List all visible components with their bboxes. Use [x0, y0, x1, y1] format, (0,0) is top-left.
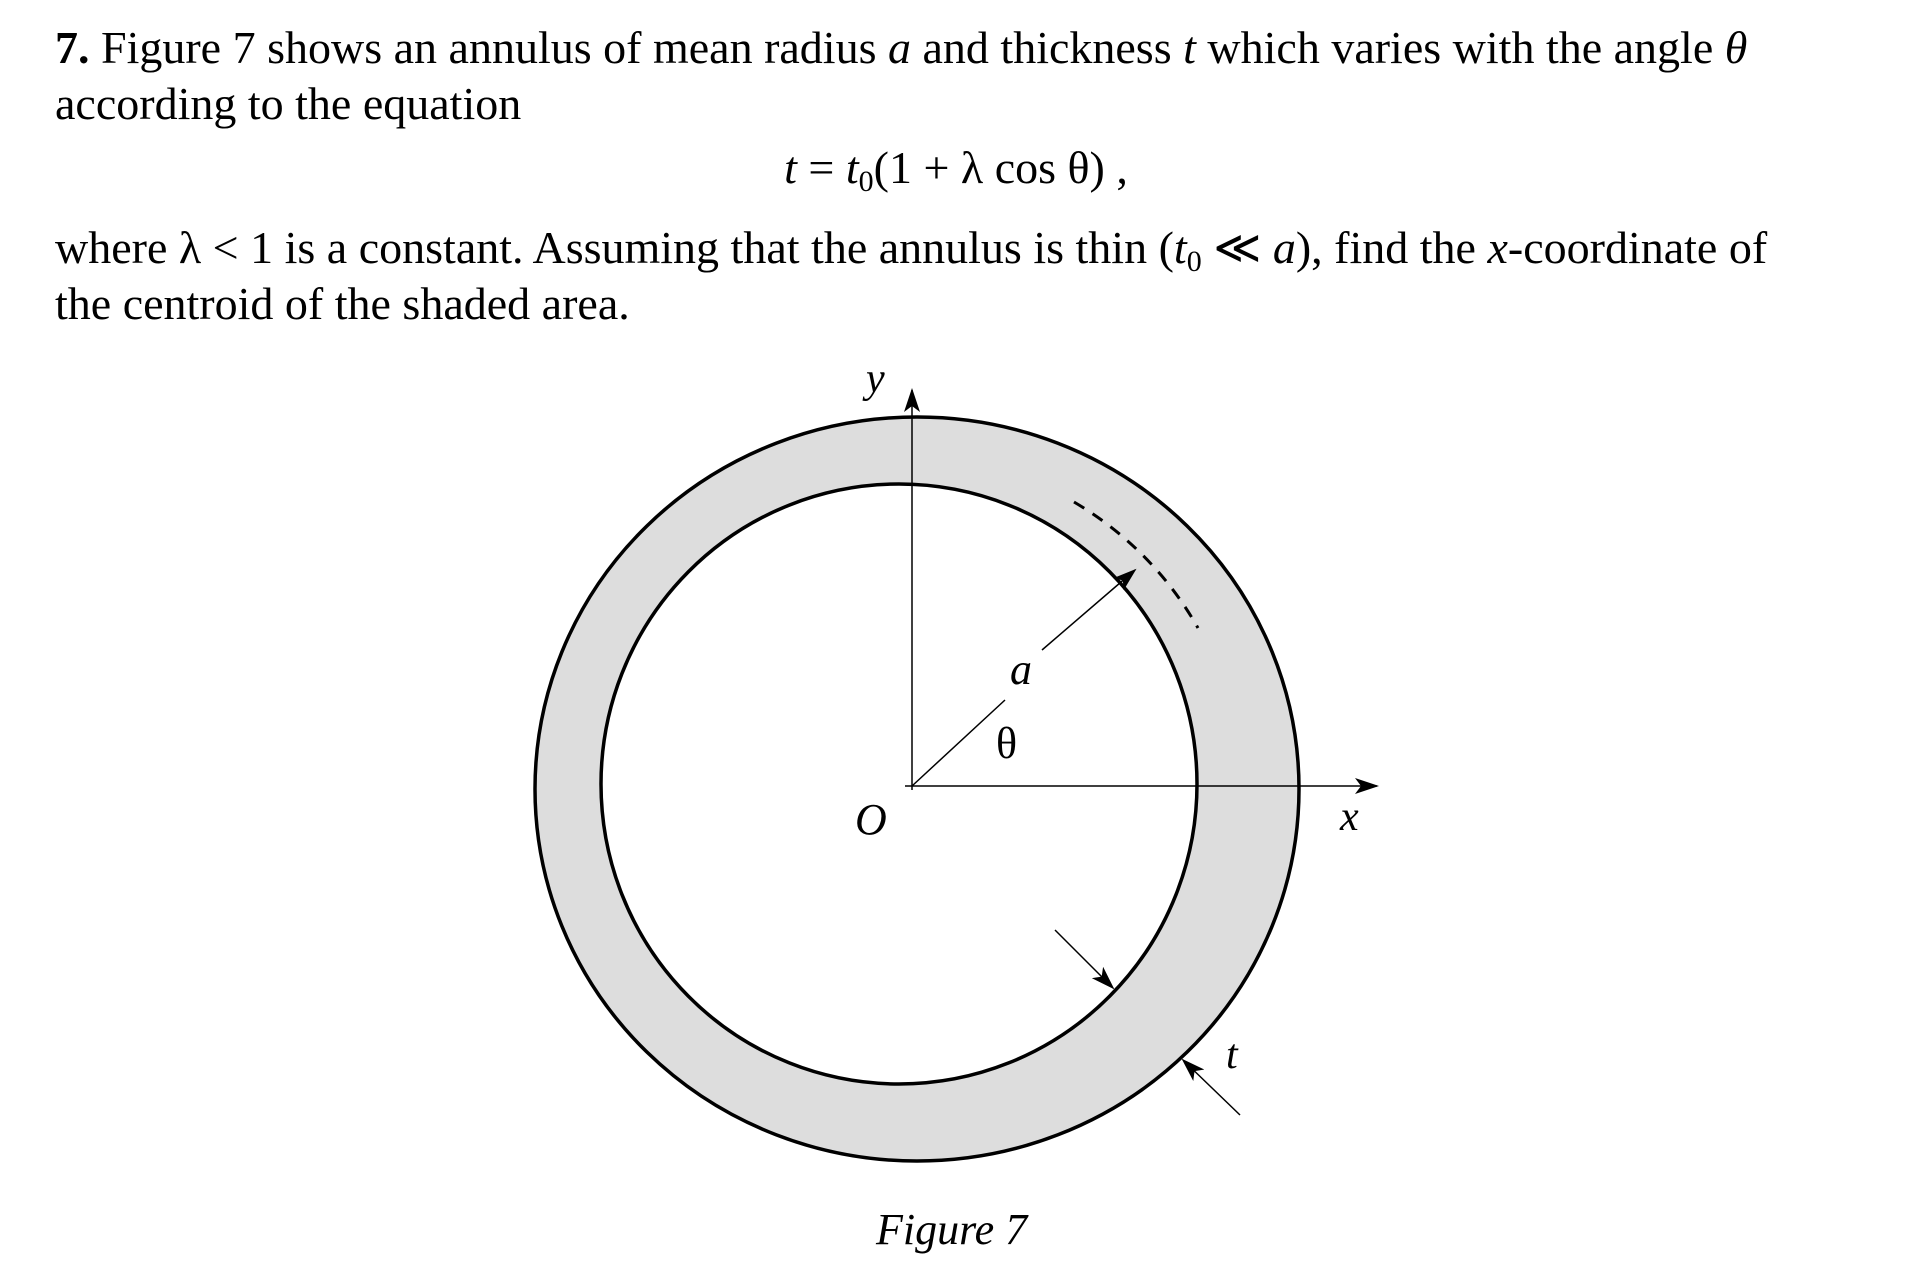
radius-label: a	[1010, 645, 1032, 694]
text-fragment: which varies with the angle	[1195, 22, 1725, 73]
x-axis-label: x	[1339, 794, 1359, 840]
mean-radius-dashed-arc	[1073, 500, 1200, 629]
math-var-theta: θ	[1724, 22, 1748, 73]
problem-text: 7. Figure 7 shows an annulus of mean rad…	[55, 20, 1875, 132]
sub-zero: 0	[1186, 245, 1202, 278]
origin-label: O	[855, 795, 887, 844]
problem-number: 7.	[55, 22, 90, 73]
equation: t = t0(1 + λ cos θ) ,	[0, 140, 1912, 198]
inner-circle	[599, 482, 1199, 1086]
text-fragment: ≪	[1201, 222, 1273, 273]
outer-circle	[533, 415, 1301, 1163]
problem-line-2: according to the equation	[55, 78, 522, 129]
text-fragment: Figure 7 shows an annulus of mean radius	[101, 22, 888, 73]
annulus-shaded-area	[535, 417, 1299, 1161]
text-fragment: where λ < 1 is a constant. Assuming that…	[55, 222, 1174, 273]
problem-line-4: the centroid of the shaded area.	[55, 278, 630, 329]
math-var-t: t	[1183, 22, 1196, 73]
thickness-arrow-outer	[1181, 1058, 1241, 1116]
math-var-t: t	[1173, 222, 1187, 273]
thickness-arrow-inner	[1054, 929, 1115, 990]
angle-label: θ	[996, 719, 1017, 768]
eq-rhs: (1 + λ cos θ) ,	[873, 142, 1128, 193]
y-axis-label: y	[862, 356, 885, 402]
problem-line-1: 7. Figure 7 shows an annulus of mean rad…	[55, 20, 1875, 76]
text-fragment: ), find the	[1295, 222, 1488, 273]
radius-line-upper	[1041, 568, 1137, 651]
radius-line-lower	[911, 699, 1006, 787]
eq-equals: =	[796, 142, 846, 193]
figure-caption: Figure 7	[875, 1205, 1029, 1254]
math-var-a: a	[1272, 222, 1296, 273]
eq-t0-sub: 0	[858, 165, 874, 198]
eq-t0: t	[845, 142, 859, 193]
text-fragment: and thickness	[911, 22, 1184, 73]
problem-line-3: where λ < 1 is a constant. Assuming that…	[55, 220, 1875, 278]
eq-lhs: t	[784, 142, 797, 193]
math-var-a: a	[888, 22, 911, 73]
math-var-x: x	[1487, 222, 1508, 273]
thickness-label: t	[1226, 1032, 1239, 1078]
problem-text-2: where λ < 1 is a constant. Assuming that…	[55, 220, 1875, 332]
text-fragment: -coordinate of	[1507, 222, 1768, 273]
